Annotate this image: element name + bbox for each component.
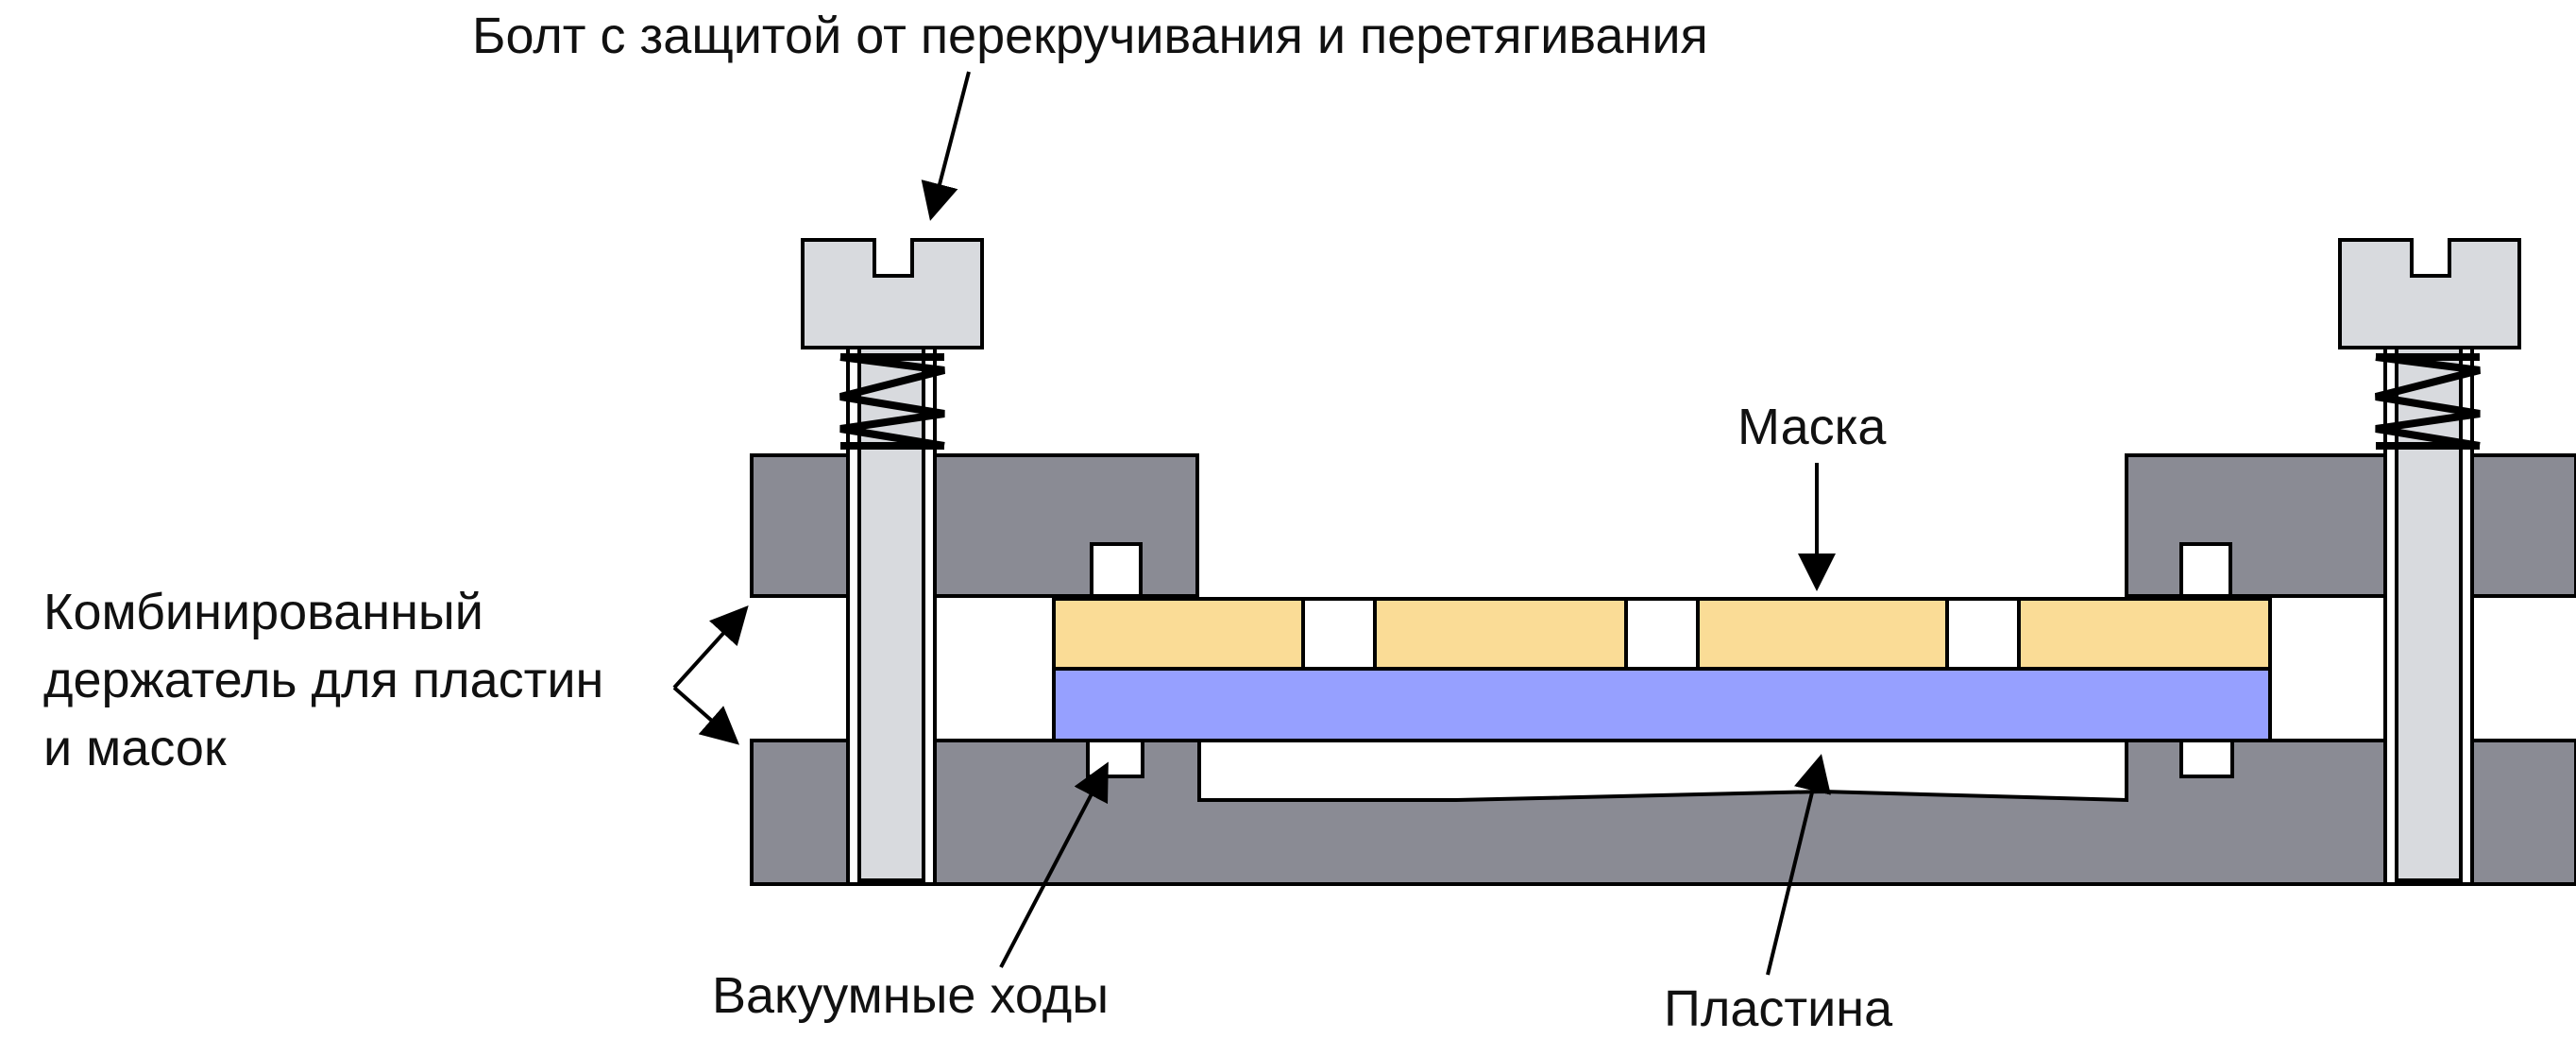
lower-holder-plate xyxy=(750,739,2576,886)
left-spring xyxy=(839,353,945,450)
mask-segment-2 xyxy=(1373,597,1628,671)
vacuum-label: Вакуумные ходы xyxy=(712,967,1109,1024)
holder-label-line3: и масок xyxy=(43,720,227,776)
mask-segment-1 xyxy=(1052,597,1305,671)
vacuum-arrow xyxy=(999,761,1109,968)
left-bolt xyxy=(801,238,984,886)
holder-label-line2: держатель для пластин xyxy=(43,652,603,708)
right-bolt-head xyxy=(2338,238,2521,349)
mask xyxy=(1052,597,2272,671)
wafer xyxy=(1052,667,2272,742)
lower-left-vacuum-hole xyxy=(1086,739,1144,778)
wafer-arrow xyxy=(1766,754,1831,976)
wafer-label: Пластина xyxy=(1664,980,1893,1037)
right-bolt xyxy=(2338,238,2521,886)
bolt-label: Болт с защитой от перекручивания и перет… xyxy=(472,8,1708,64)
lower-holder-body xyxy=(750,739,2576,886)
mask-label: Маска xyxy=(1737,399,1887,455)
mask-segment-4 xyxy=(2017,597,2272,671)
holder-arrow-lower xyxy=(672,686,740,745)
upper-holder-plate xyxy=(750,453,2576,598)
right-spring xyxy=(2375,353,2481,450)
left-bolt-head xyxy=(801,238,984,349)
lower-right-vacuum-hole xyxy=(2179,739,2234,778)
holder-arrow-upper xyxy=(672,605,749,690)
bolt-arrow xyxy=(921,71,971,221)
holder-label-line1: Комбинированный xyxy=(43,584,483,640)
upper-right-slot xyxy=(2179,542,2232,598)
mask-segment-3 xyxy=(1696,597,1949,671)
upper-left-slot xyxy=(1090,542,1143,598)
